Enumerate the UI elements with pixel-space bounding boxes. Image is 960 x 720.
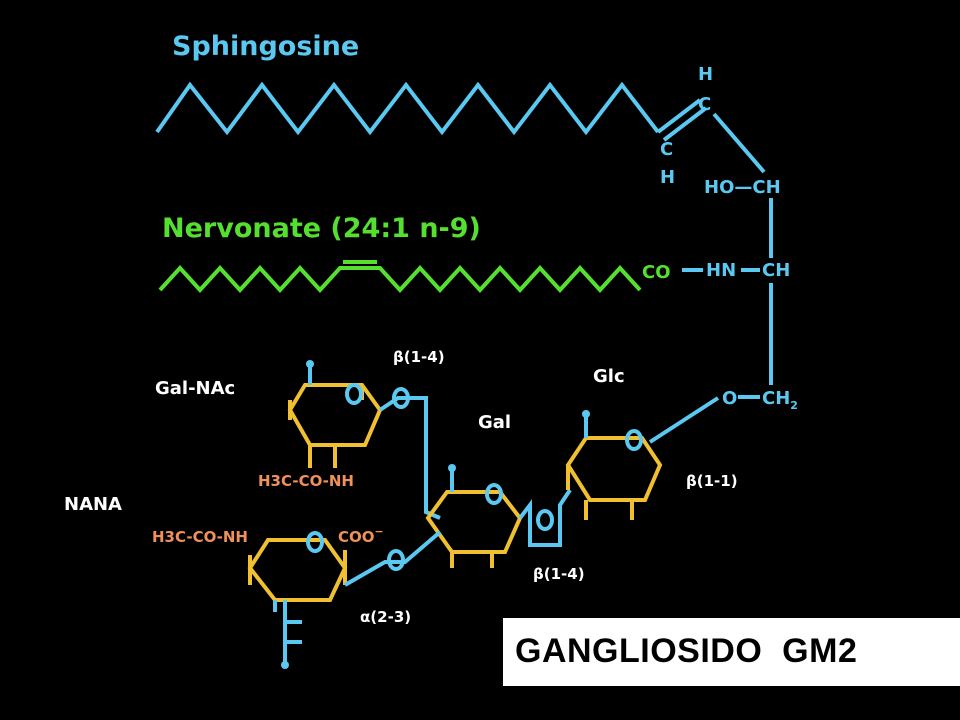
galnac-ring-oxygen [345, 383, 363, 405]
nana-side-chain-dot [281, 661, 289, 669]
atom-c-mid: C [660, 139, 673, 160]
gal-ring-oxygen [485, 483, 503, 505]
glc-ch2oh-dot [582, 410, 590, 418]
nana-gal-link [344, 530, 442, 587]
nana-ring [247, 538, 348, 620]
gal-ring [425, 470, 523, 568]
atom-h-mid: H [660, 167, 675, 188]
atom-ho-ch: HO—CH [704, 177, 781, 198]
atom-h-top: H [698, 64, 713, 85]
nana-carboxylate: COO− [338, 525, 384, 546]
atom-o: O [722, 388, 737, 409]
gal-glc-link [518, 488, 572, 547]
link-oxygen-alpha [387, 549, 405, 571]
galnac-gal-link [378, 396, 441, 520]
linkage-beta14-bottom: β(1-4) [533, 565, 585, 583]
glc-ring-oxygen [625, 429, 643, 451]
glc-ceramide-link [648, 396, 720, 444]
nana-side-chain [273, 600, 302, 662]
link-oxygen-bottom [536, 509, 554, 531]
atom-ch2: CH2 [762, 388, 798, 412]
galnac-ch2oh-dot [306, 360, 314, 368]
linkage-alpha23: α(2-3) [360, 608, 411, 626]
nervonate-label: Nervonate (24:1 n-9) [162, 213, 481, 244]
nana-ring-oxygen [306, 531, 324, 553]
gal-ch2oh-dot [448, 464, 456, 472]
sphingosine-double-bond [656, 98, 702, 134]
sphingosine-label: Sphingosine [172, 31, 359, 62]
galnac-ring [287, 365, 383, 468]
link-oxygen-top [392, 387, 410, 409]
atom-co: CO [642, 262, 671, 283]
linkage-beta11: β(1-1) [686, 472, 738, 490]
atom-c-top: C [698, 94, 711, 115]
atom-ch: CH [762, 260, 790, 281]
atom-hn: HN [706, 260, 736, 281]
caption-box: GANGLIOSIDO GM2 [503, 618, 960, 686]
sugar-label-gal: Gal [478, 412, 511, 433]
sugar-label-glc: Glc [593, 366, 625, 387]
sugar-label-galnac: Gal-NAc [155, 378, 235, 399]
sphingosine-chain [155, 81, 660, 136]
linkage-beta14-top: β(1-4) [393, 348, 445, 366]
nana-acetyl-group: H3C-CO-NH [152, 528, 248, 546]
sugar-label-nana: NANA [64, 494, 122, 515]
caption-title: GANGLIOSIDO GM2 [515, 632, 858, 670]
nervonate-chain [158, 265, 642, 293]
glc-ring [565, 416, 663, 520]
galnac-acetyl-group: H3C-CO-NH [258, 472, 354, 490]
